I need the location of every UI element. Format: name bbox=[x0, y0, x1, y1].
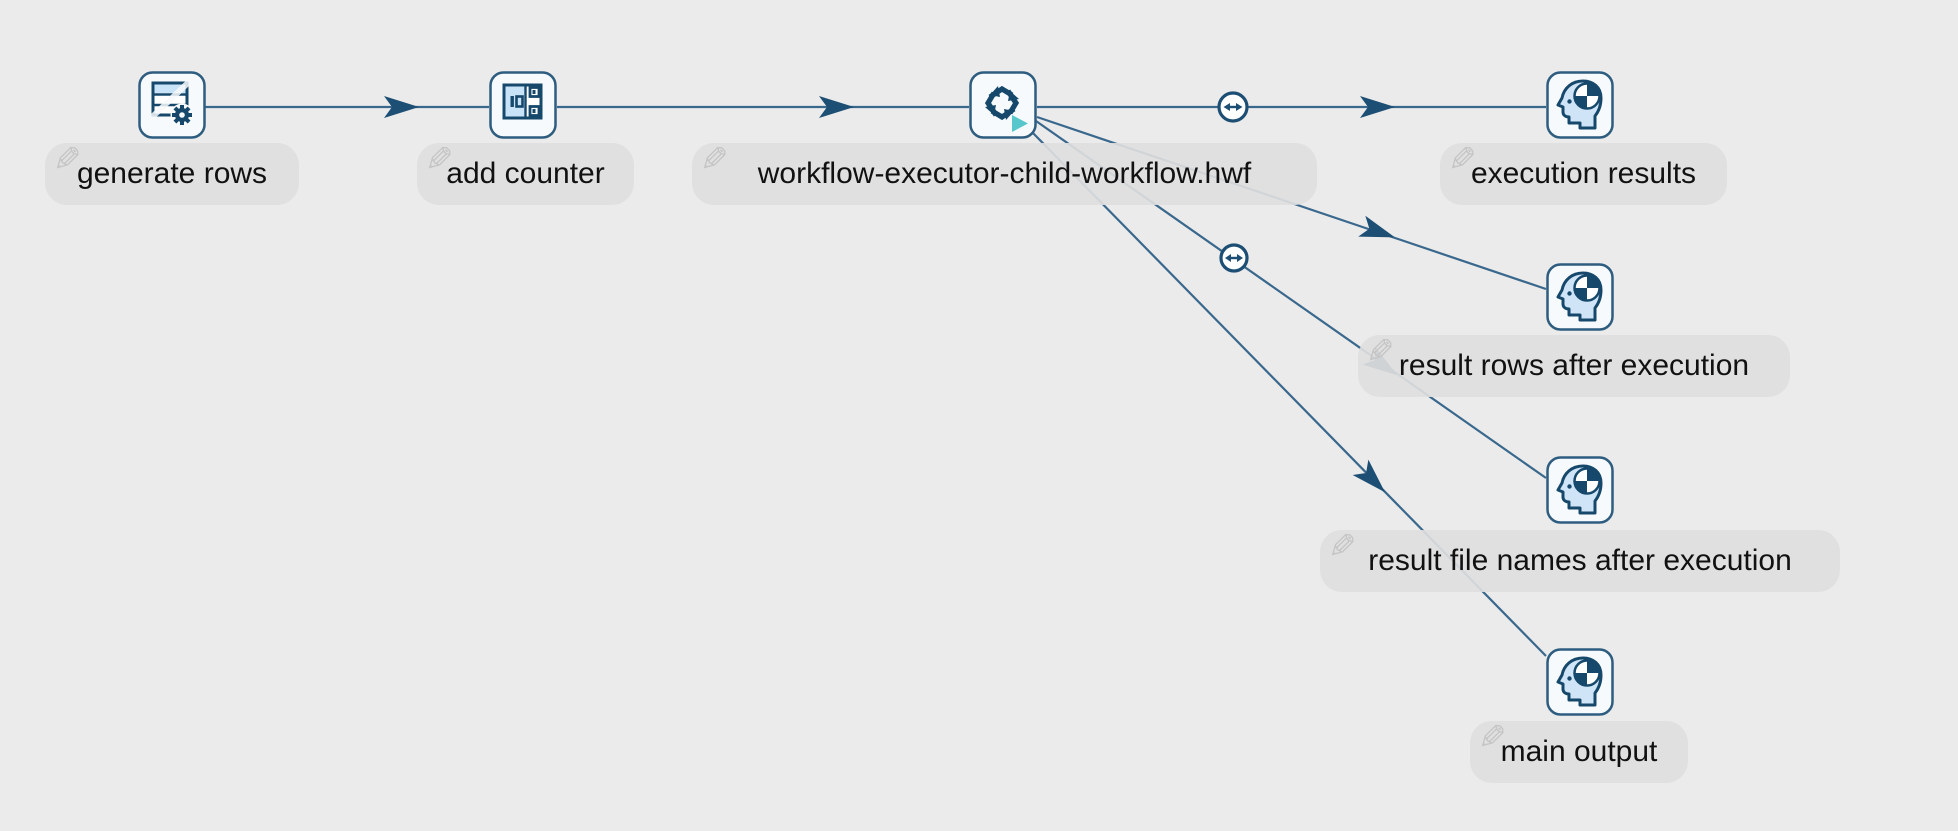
play-triangle-icon bbox=[1012, 115, 1028, 132]
node-label-text: add counter bbox=[446, 157, 605, 190]
node-label-result-file-names[interactable]: ✎ result file names after execution bbox=[1320, 528, 1840, 592]
hop-arrow-icon[interactable] bbox=[1358, 215, 1398, 248]
edit-pencil-icon[interactable]: ✎ bbox=[1328, 528, 1357, 566]
edit-pencil-icon[interactable]: ✎ bbox=[700, 141, 729, 179]
node-label-text: execution results bbox=[1470, 157, 1697, 190]
gear-icon bbox=[172, 105, 192, 125]
node-label-workflow-executor[interactable]: ✎ workflow-executor-child-workflow.hwf bbox=[692, 141, 1317, 205]
transform-node-main-output[interactable] bbox=[1546, 648, 1614, 716]
copy-rows-icon[interactable] bbox=[1217, 91, 1249, 123]
edit-pencil-icon[interactable]: ✎ bbox=[53, 141, 82, 179]
node-label-add-counter[interactable]: ✎ add counter bbox=[417, 141, 634, 205]
hop-arrow-icon[interactable] bbox=[384, 96, 419, 118]
data-grid-icon bbox=[138, 71, 206, 139]
node-label-text: generate rows bbox=[76, 157, 268, 190]
edit-pencil-icon[interactable]: ✎ bbox=[425, 141, 454, 179]
edit-pencil-icon[interactable]: ✎ bbox=[1366, 333, 1395, 371]
workflow-executor-icon bbox=[969, 71, 1037, 139]
transform-node-generate-rows[interactable] bbox=[138, 71, 206, 139]
head-target-icon bbox=[1546, 71, 1614, 139]
node-label-text: result rows after execution bbox=[1398, 349, 1750, 382]
hop-arrow-icon[interactable] bbox=[1360, 96, 1395, 118]
head-target-icon bbox=[1546, 456, 1614, 524]
head-target-icon bbox=[1546, 648, 1614, 716]
add-sequence-icon bbox=[489, 71, 557, 139]
transform-node-workflow-executor[interactable] bbox=[969, 71, 1037, 139]
node-label-text: result file names after execution bbox=[1368, 544, 1792, 577]
node-label-generate-rows[interactable]: ✎ generate rows bbox=[45, 141, 299, 205]
edit-pencil-icon[interactable]: ✎ bbox=[1478, 719, 1507, 757]
transform-node-execution-results[interactable] bbox=[1546, 71, 1614, 139]
transform-node-result-rows[interactable] bbox=[1546, 263, 1614, 331]
hop-arrow-icon[interactable] bbox=[1352, 459, 1393, 500]
head-target-icon bbox=[1546, 263, 1614, 331]
node-label-result-rows[interactable]: ✎ result rows after execution bbox=[1358, 333, 1790, 397]
edit-pencil-icon[interactable]: ✎ bbox=[1448, 141, 1477, 179]
node-label-text: workflow-executor-child-workflow.hwf bbox=[757, 157, 1252, 190]
transform-node-add-counter[interactable] bbox=[489, 71, 557, 139]
node-label-main-output[interactable]: ✎ main output bbox=[1470, 719, 1688, 783]
node-label-execution-results[interactable]: ✎ execution results bbox=[1440, 141, 1727, 205]
copy-rows-icon[interactable] bbox=[1219, 243, 1249, 273]
node-label-text: main output bbox=[1500, 735, 1658, 768]
transform-node-result-file-names[interactable] bbox=[1546, 456, 1614, 524]
hop-arrow-icon[interactable] bbox=[819, 96, 854, 118]
